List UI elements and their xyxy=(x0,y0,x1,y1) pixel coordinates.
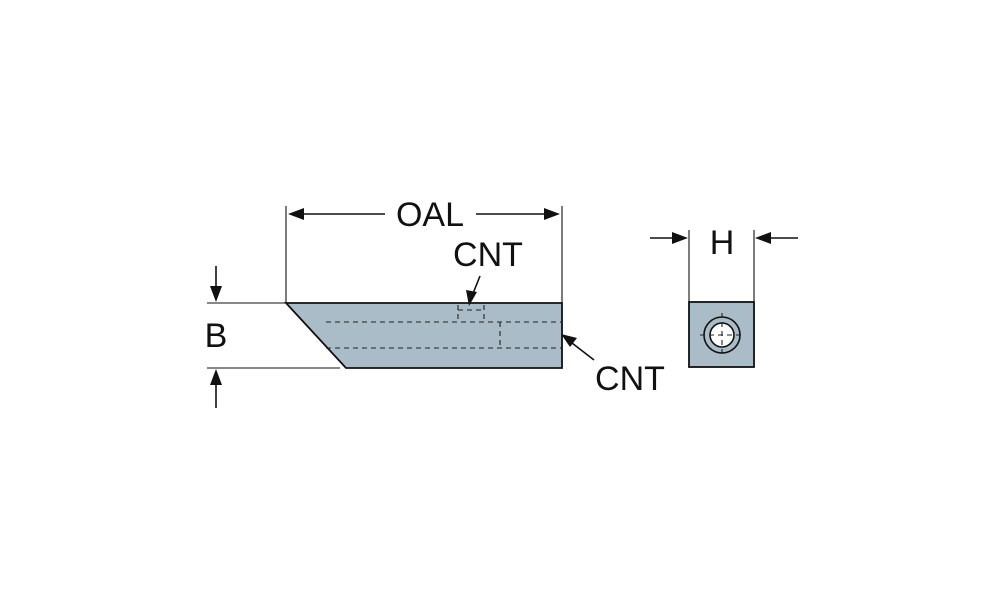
cnt-right-leader xyxy=(571,342,595,361)
h-label: H xyxy=(710,224,735,262)
b-label: B xyxy=(205,317,228,355)
b-dimension: B xyxy=(205,266,340,408)
end-view xyxy=(688,301,755,368)
oal-arrow-left xyxy=(288,208,304,220)
b-arrow-bottom xyxy=(210,369,222,385)
h-arrow-right xyxy=(755,232,771,244)
oal-label: OAL xyxy=(396,196,464,234)
h-arrow-left xyxy=(672,232,688,244)
side-view xyxy=(283,302,563,369)
oal-arrow-right xyxy=(544,208,560,220)
oal-dimension: OAL xyxy=(285,196,563,303)
cnt-right-label: CNT xyxy=(595,360,665,398)
cnt-top-arrow xyxy=(466,290,477,306)
cnt-right-arrow xyxy=(561,334,577,347)
h-dimension: H xyxy=(650,224,798,302)
cnt-top-label: CNT xyxy=(453,236,523,274)
b-arrow-top xyxy=(210,286,222,302)
tool-body-side xyxy=(283,302,563,369)
cnt-right-callout: CNT xyxy=(561,334,665,398)
cnt-top-callout: CNT xyxy=(453,236,523,306)
